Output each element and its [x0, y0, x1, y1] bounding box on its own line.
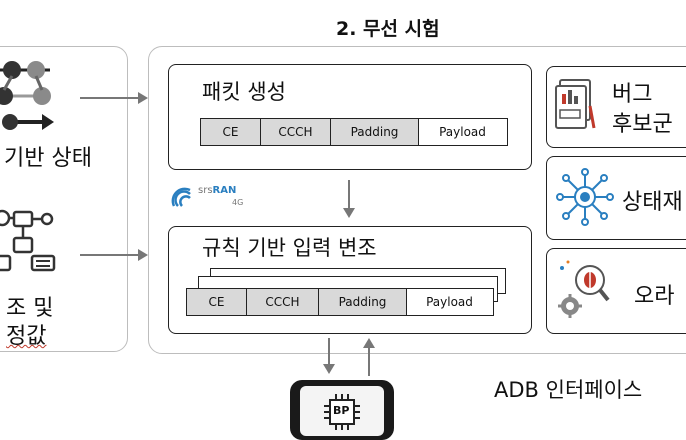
srsran-sub: 4G	[232, 198, 244, 207]
arrow-packet-to-mutation	[348, 180, 350, 210]
packet-generation-box	[168, 64, 532, 170]
bug-line-2: 후보군	[612, 112, 673, 137]
field-ccch: CCCH	[261, 119, 331, 145]
bug-report-icon	[555, 79, 596, 129]
mutation-field-padding: Padding	[319, 289, 407, 315]
left-top-label: 기반 상태	[4, 146, 92, 171]
adb-interface-label: ADB 인터페이스	[494, 378, 643, 402]
packet-box-title: 패킷 생성	[202, 80, 286, 104]
srsran-logo-text: srsRAN	[198, 186, 236, 196]
bug-line-1: 버그	[612, 82, 653, 107]
mutation-field-ccch: CCCH	[247, 289, 319, 315]
srsran-brand-main: RAN	[212, 185, 237, 196]
arrow-up-from-device-head	[363, 338, 375, 348]
arrow-left-top-head	[138, 92, 148, 104]
arrow-down-to-device	[328, 338, 330, 366]
chip-label: BP	[333, 404, 350, 417]
field-padding: Padding	[331, 119, 419, 145]
state-graph-icon	[0, 61, 54, 130]
left-bottom-label-1: 조 및	[6, 296, 54, 321]
arrow-packet-to-mutation-head	[343, 208, 355, 218]
bug-gear-icon	[558, 260, 610, 318]
oracle-label: 오라	[634, 284, 675, 309]
diagram-title: 2. 무선 시험	[336, 18, 440, 40]
network-hub-icon	[556, 168, 614, 226]
chip-icon	[324, 394, 360, 430]
mutation-field-ce: CE	[187, 289, 247, 315]
field-payload: Payload	[419, 119, 506, 145]
arrow-left-bottom	[80, 254, 140, 256]
mutation-fields: CE CCCH Padding Payload	[186, 288, 494, 316]
arrow-left-top	[80, 97, 140, 99]
flow-diagram-icon	[0, 209, 56, 272]
srsran-logo-icon	[171, 187, 191, 207]
state-label: 상태재	[622, 190, 683, 215]
arrow-up-from-device	[368, 346, 370, 376]
srsran-brand-small: srs	[198, 185, 213, 196]
arrow-down-to-device-head	[323, 364, 335, 374]
field-ce: CE	[201, 119, 261, 145]
mutation-field-payload: Payload	[407, 289, 492, 315]
left-bottom-label-2: 정값	[6, 324, 47, 349]
mutation-box-title: 규칙 기반 입력 변조	[202, 236, 377, 260]
packet-fields: CE CCCH Padding Payload	[200, 118, 508, 146]
arrow-left-bottom-head	[138, 249, 148, 261]
